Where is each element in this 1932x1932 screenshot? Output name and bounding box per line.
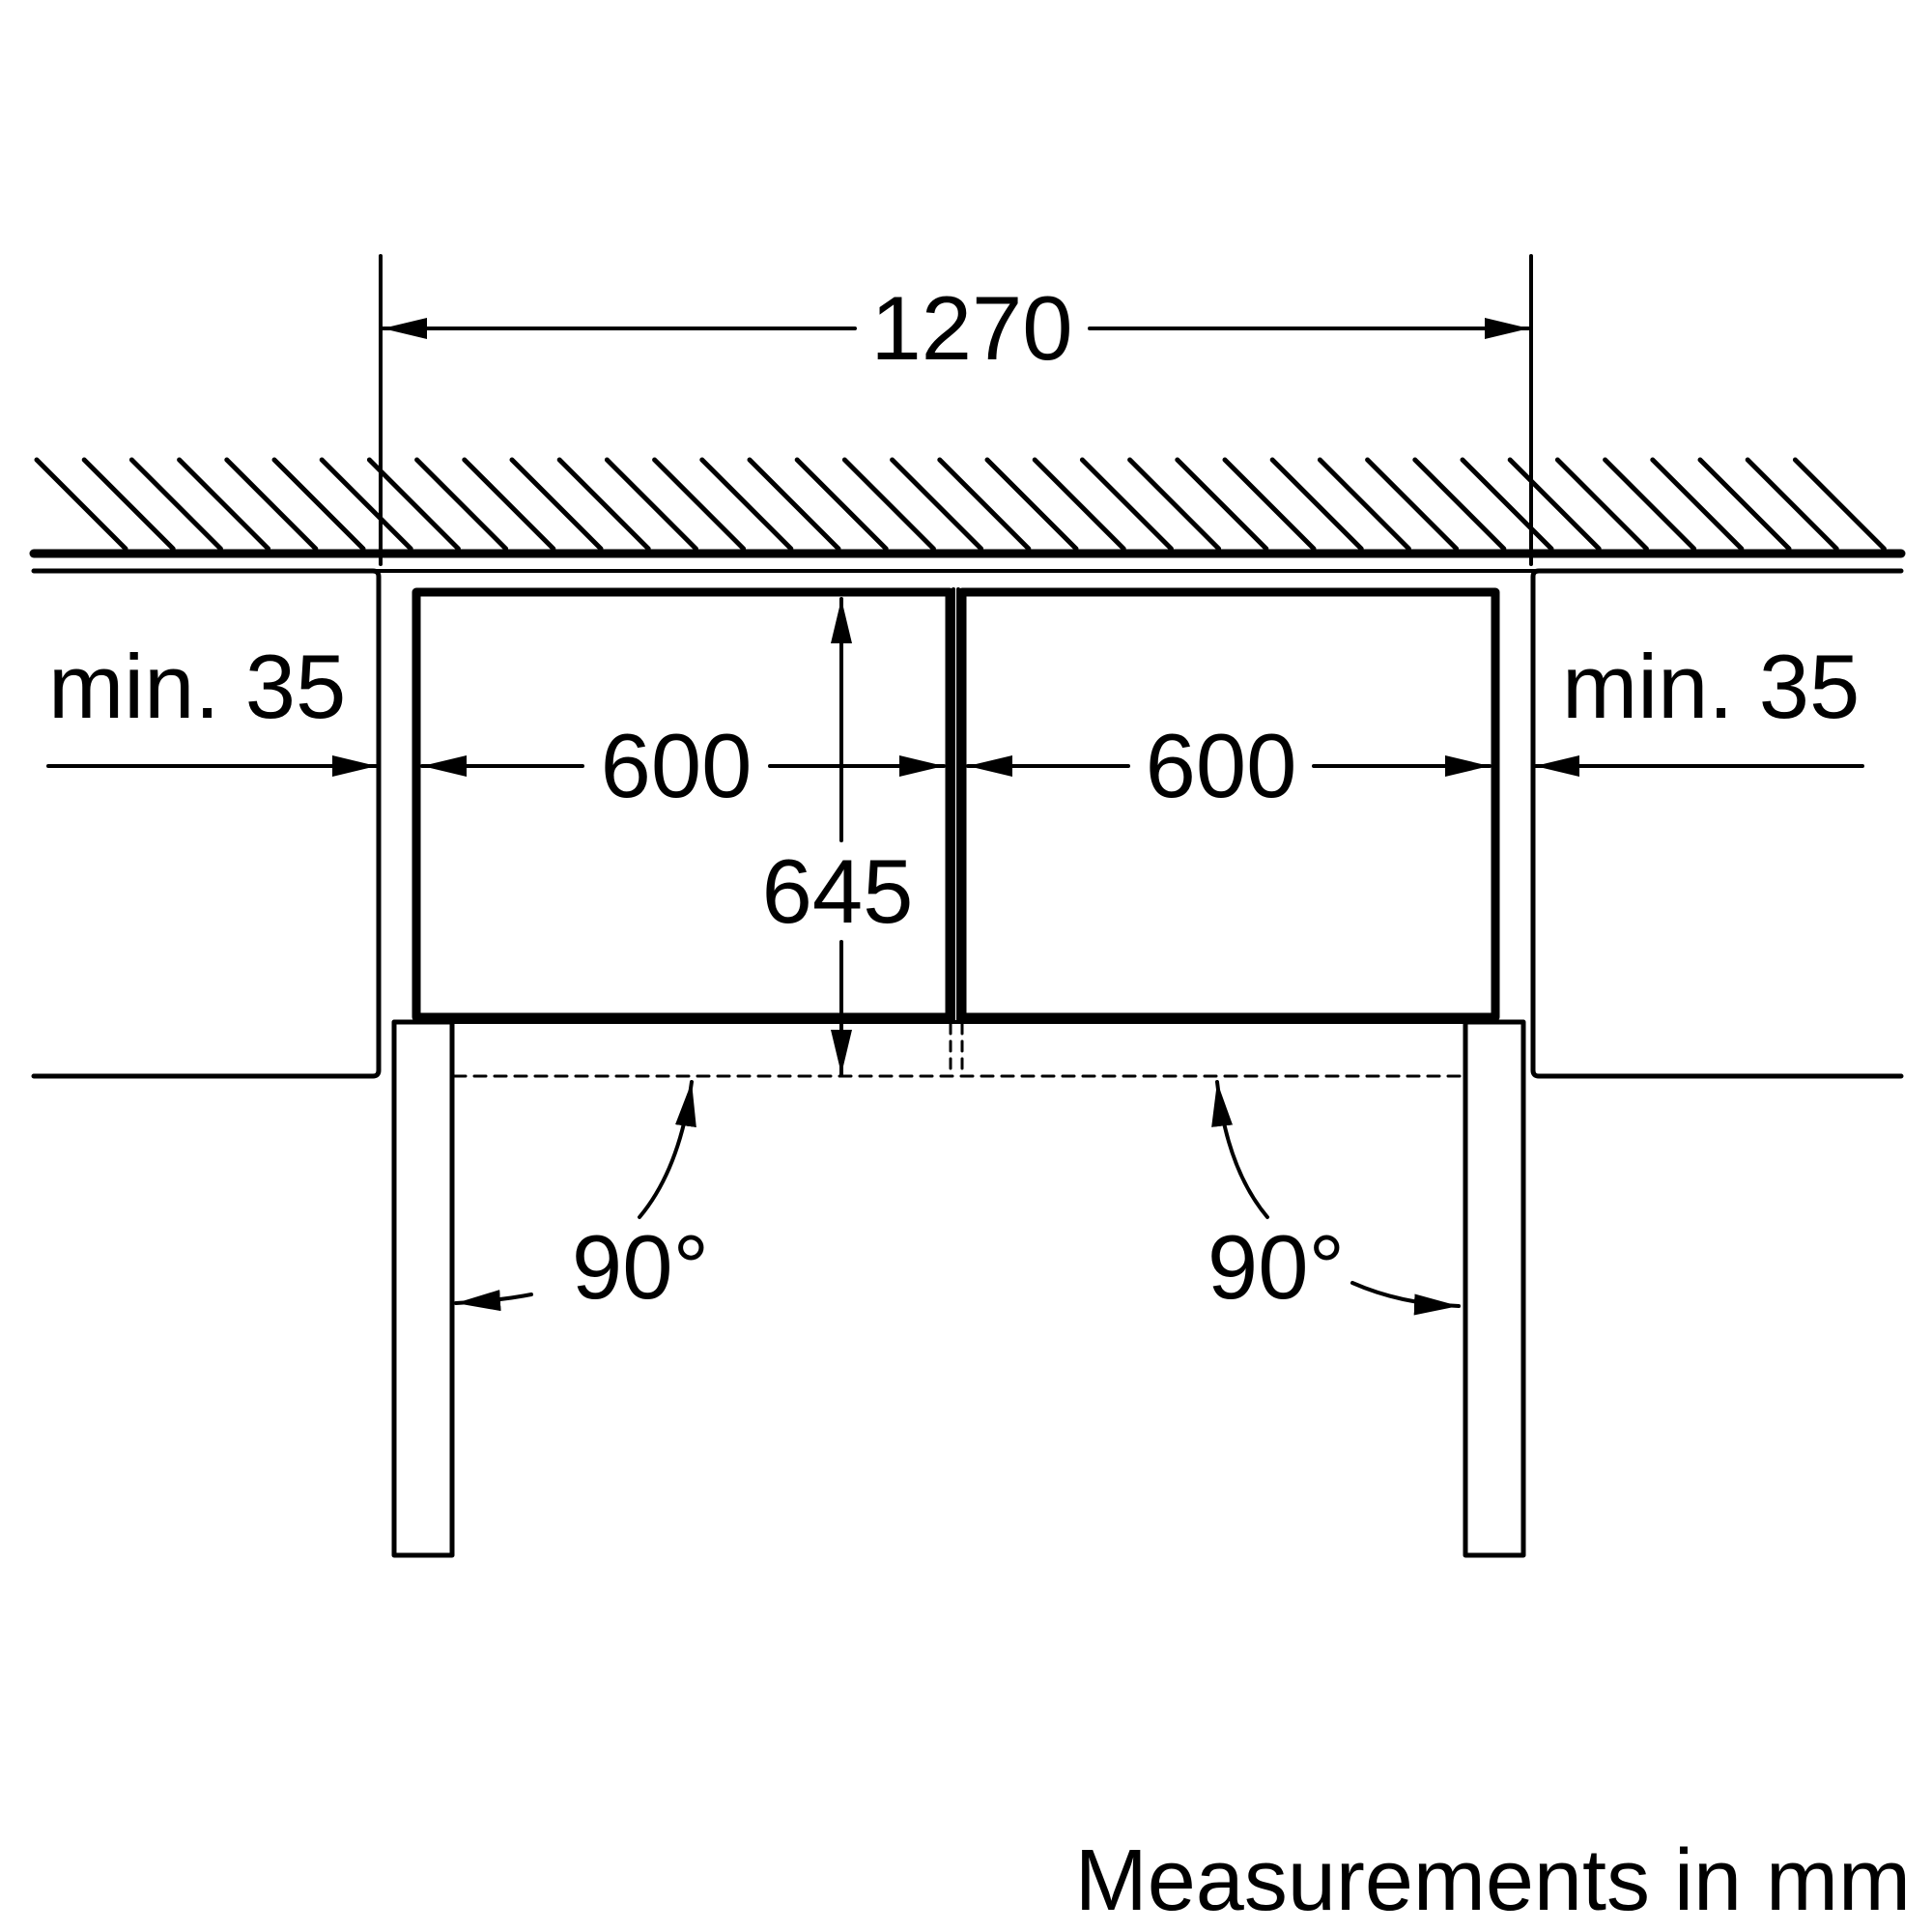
hatch-line [1507, 457, 1602, 552]
dimension-right-min-gap: min. 35 [1533, 636, 1864, 777]
hatch-line [1697, 457, 1792, 552]
hatch-line [1079, 457, 1174, 552]
hatch-line [319, 457, 413, 552]
hatch-line [1650, 457, 1745, 552]
hatch-line [1269, 457, 1364, 552]
right-min-gap-label: min. 35 [1562, 636, 1860, 737]
hatch-line [652, 457, 747, 552]
right-cabinet-outline [1530, 568, 1904, 1079]
hatch-line [890, 457, 984, 552]
hatch-line [366, 457, 461, 552]
left-unit-width-label: 600 [601, 715, 753, 816]
dimension-left-unit-width: 600 [420, 715, 946, 816]
hatch-line [128, 457, 223, 552]
left-min-gap-label: min. 35 [48, 636, 346, 737]
right-angle-arc-upper [1211, 1080, 1269, 1219]
hatch-line [1460, 457, 1554, 552]
dimension-right-unit-width: 600 [966, 715, 1492, 816]
total-width-label: 1270 [870, 277, 1072, 379]
right-door-angle-label: 90° [1208, 1216, 1345, 1318]
doors [391, 1019, 1526, 1558]
hatch-line [1127, 457, 1222, 552]
dimension-depth: 645 [762, 597, 914, 1076]
hatch-line [224, 457, 319, 552]
hatch-line [34, 457, 128, 552]
left-cabinet-outline [31, 568, 382, 1079]
hatch-line [1222, 457, 1317, 552]
left-door [391, 1019, 455, 1558]
hatch-line [1554, 457, 1649, 552]
hatch-line [1603, 457, 1697, 552]
angle-left-door: 90° [454, 1080, 709, 1318]
hatch-line [509, 457, 604, 552]
hatch-line [604, 457, 698, 552]
hatch-line [1317, 457, 1411, 552]
right-unit [957, 587, 1500, 1022]
left-door-angle-label: 90° [572, 1216, 709, 1318]
hatch-line [81, 457, 176, 552]
hatch-line [1412, 457, 1507, 552]
hatch-line [747, 457, 841, 552]
right-unit-width-label: 600 [1146, 715, 1297, 816]
hatch-line [984, 457, 1079, 552]
left-angle-arc-upper [638, 1080, 696, 1219]
hatch-line [841, 457, 936, 552]
left-angle-arc-lower [454, 1290, 533, 1312]
hatch-line [1032, 457, 1126, 552]
hatch-line [937, 457, 1032, 552]
units-note: Measurements in mm [1075, 1833, 1911, 1929]
appliance-units [412, 587, 1500, 1024]
hatch-line [1365, 457, 1460, 552]
wall-hatching [34, 457, 1887, 552]
dimension-left-min-gap: min. 35 [46, 636, 379, 777]
depth-label: 645 [762, 840, 914, 942]
left-unit [412, 587, 954, 1022]
angle-right-door: 90° [1208, 1080, 1461, 1318]
hatch-line [177, 457, 271, 552]
dimension-total-width: 1270 [381, 277, 1531, 379]
hatch-line [462, 457, 556, 552]
hatch-line [794, 457, 889, 552]
right-angle-arc-lower [1350, 1281, 1461, 1316]
hatch-line [1175, 457, 1269, 552]
hatch-line [699, 457, 794, 552]
hatch-line [556, 457, 651, 552]
wall [29, 457, 1906, 573]
niche-outline [31, 568, 1904, 1079]
hatch-line [1792, 457, 1887, 552]
hatch-line [414, 457, 509, 552]
right-door [1463, 1019, 1526, 1558]
hatch-line [1745, 457, 1839, 552]
hatch-line [271, 457, 366, 552]
